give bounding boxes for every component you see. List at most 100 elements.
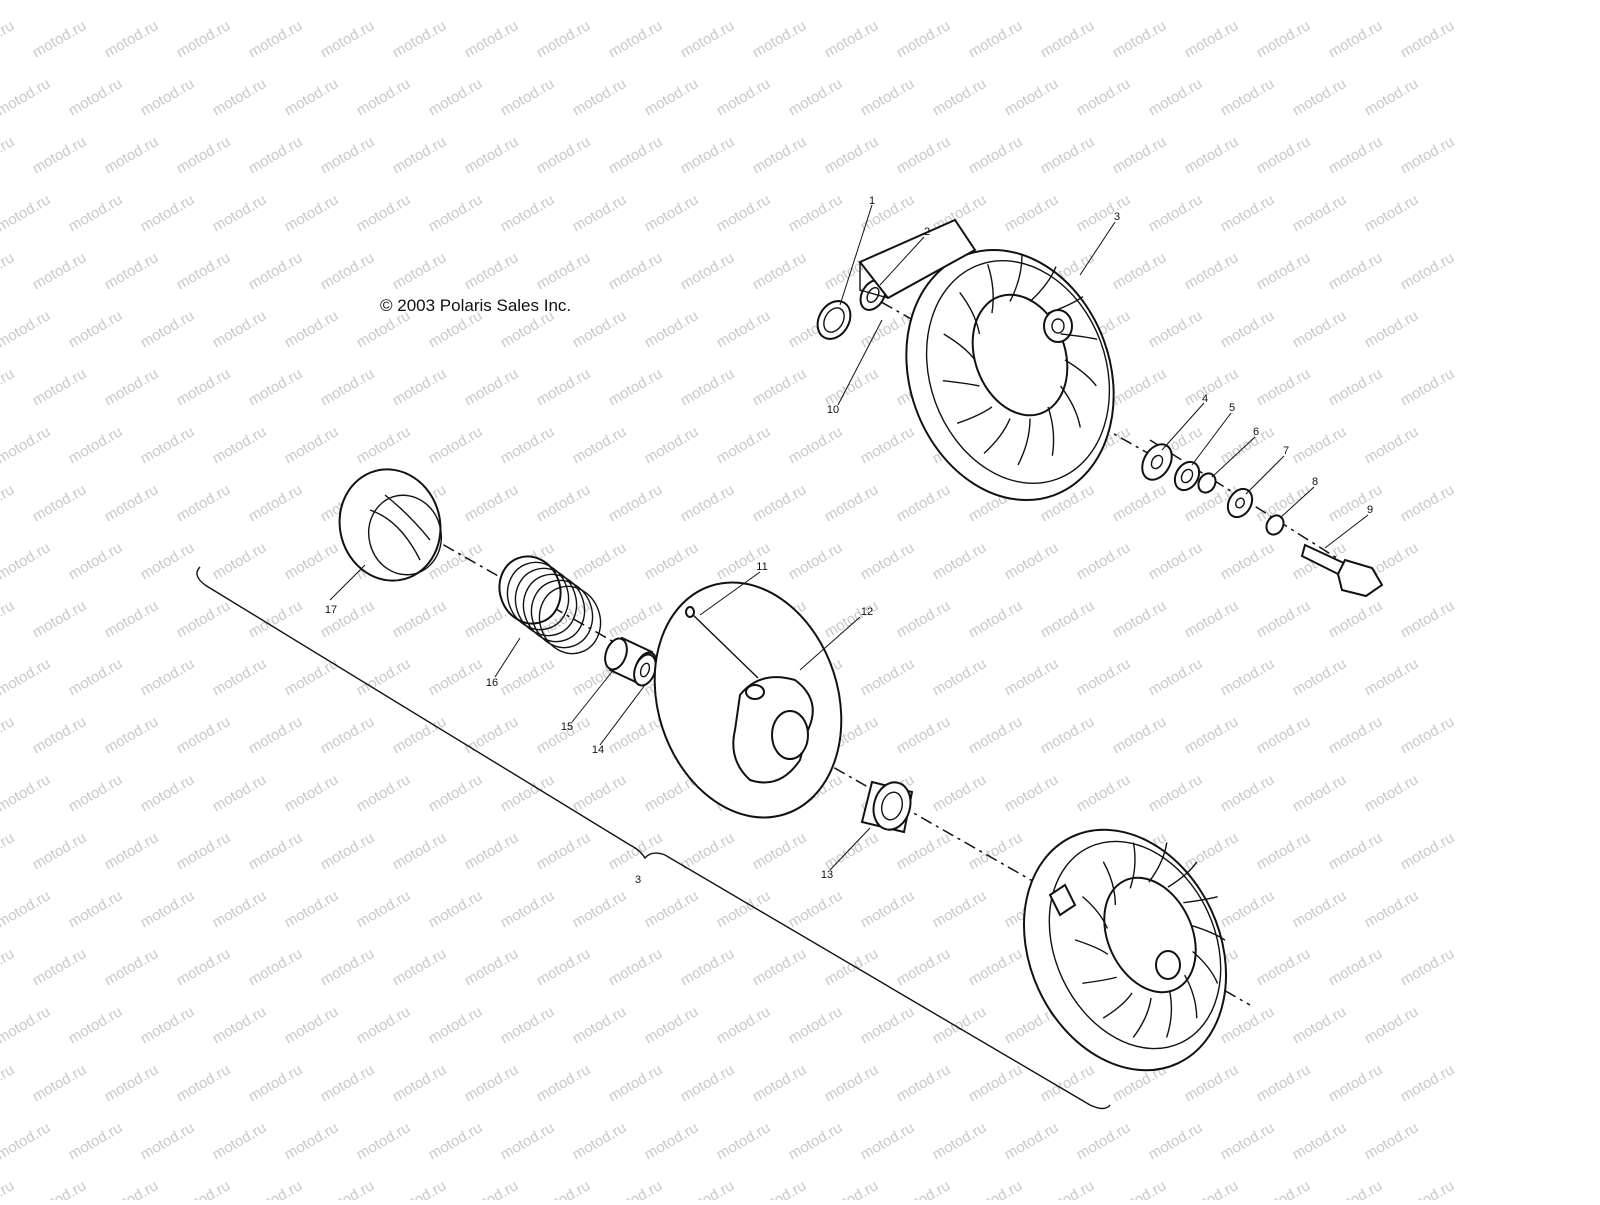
watermark-text: motod.ru (102, 17, 162, 61)
watermark-text: motod.ru (786, 191, 846, 235)
watermark-text: motod.ru (246, 1177, 306, 1200)
watermark-text: motod.ru (606, 17, 666, 61)
watermark-text: motod.ru (390, 597, 450, 641)
watermark-text: motod.ru (66, 1119, 126, 1163)
watermark-text: motod.ru (750, 829, 810, 873)
watermark-text: motod.ru (102, 597, 162, 641)
watermark-text: motod.ru (282, 191, 342, 235)
watermark-text: motod.ru (930, 655, 990, 699)
watermark-text: motod.ru (1254, 1177, 1314, 1200)
watermark-text: motod.ru (318, 829, 378, 873)
watermark-text: motod.ru (1362, 0, 1422, 3)
watermark-text: motod.ru (1110, 481, 1170, 525)
watermark-text: motod.ru (1110, 365, 1170, 409)
callout-4: 4 (1201, 393, 1209, 405)
watermark-text: motod.ru (0, 713, 17, 757)
watermark-text: motod.ru (678, 1177, 738, 1200)
watermark-text: motod.ru (750, 249, 810, 293)
watermark-text: motod.ru (1218, 771, 1278, 815)
watermark-text: motod.ru (1398, 713, 1458, 757)
watermark-text: motod.ru (426, 1003, 486, 1047)
watermark-text: motod.ru (174, 365, 234, 409)
watermark-text: motod.ru (534, 829, 594, 873)
watermark-text: motod.ru (966, 17, 1026, 61)
watermark-text: motod.ru (30, 17, 90, 61)
part-1-seal (816, 300, 852, 340)
watermark-text: motod.ru (1254, 133, 1314, 177)
watermark-text: motod.ru (894, 829, 954, 873)
watermark-text: motod.ru (894, 17, 954, 61)
watermark-text: motod.ru (1254, 1061, 1314, 1105)
watermark-text: motod.ru (642, 1003, 702, 1047)
watermark-text: motod.ru (822, 1177, 882, 1200)
sheave-fin (956, 406, 993, 425)
watermark-text: motod.ru (0, 75, 53, 119)
watermark-text: motod.ru (390, 17, 450, 61)
watermark-text: motod.ru (1254, 365, 1314, 409)
sheave-fin (1102, 861, 1117, 905)
watermark-text: motod.ru (750, 945, 810, 989)
watermark-text: motod.ru (1146, 655, 1206, 699)
watermark-text: motod.ru (894, 481, 954, 525)
watermark-text: motod.ru (1218, 655, 1278, 699)
watermark-text: motod.ru (1038, 133, 1098, 177)
watermark-text: motod.ru (1326, 481, 1386, 525)
callout-17: 17 (324, 604, 338, 616)
sheave-fin (1082, 976, 1117, 984)
watermark-text: motod.ru (1326, 133, 1386, 177)
watermark-text: motod.ru (138, 539, 198, 583)
part-4-washer (1141, 443, 1173, 481)
part-12-moveable-sheave (653, 581, 843, 819)
watermark-text: motod.ru (1326, 365, 1386, 409)
watermark-text: motod.ru (462, 133, 522, 177)
watermark-text: motod.ru (1146, 539, 1206, 583)
watermark-text: motod.ru (498, 1119, 558, 1163)
watermark-text: motod.ru (1398, 945, 1458, 989)
watermark-text: motod.ru (822, 597, 882, 641)
watermark-text: motod.ru (0, 133, 17, 177)
watermark-text: motod.ru (174, 945, 234, 989)
watermark-text: motod.ru (138, 75, 198, 119)
watermark-text: motod.ru (462, 249, 522, 293)
watermark-text: motod.ru (570, 887, 630, 931)
callout-11: 11 (756, 561, 768, 573)
watermark-text: motod.ru (0, 655, 53, 699)
watermark-text: motod.ru (210, 539, 270, 583)
watermark-text: motod.ru (390, 945, 450, 989)
watermark-text: motod.ru (1290, 423, 1350, 467)
watermark-text: motod.ru (750, 365, 810, 409)
watermark-text: motod.ru (138, 423, 198, 467)
sheave-fin (1009, 255, 1023, 302)
watermark-text: motod.ru (0, 945, 17, 989)
part-8-nut (1265, 514, 1285, 536)
watermark-text: motod.ru (1002, 191, 1062, 235)
watermark-text: motod.ru (138, 1119, 198, 1163)
watermark-text: motod.ru (606, 481, 666, 525)
watermark-text: motod.ru (858, 191, 918, 235)
watermark-text: motod.ru (246, 481, 306, 525)
watermark-text: motod.ru (1218, 539, 1278, 583)
watermark-text: motod.ru (1146, 75, 1206, 119)
watermark-text: motod.ru (714, 1003, 774, 1047)
watermark-text: motod.ru (1110, 1177, 1170, 1200)
watermark-text: motod.ru (66, 75, 126, 119)
watermark-text: motod.ru (66, 655, 126, 699)
sheave-fin (1029, 266, 1057, 303)
watermark-text: motod.ru (390, 1177, 450, 1200)
watermark-text: motod.ru (0, 249, 17, 293)
watermark-text: motod.ru (0, 17, 17, 61)
watermark-text: motod.ru (642, 887, 702, 931)
watermark-text: motod.ru (1254, 829, 1314, 873)
watermark-text: motod.ru (750, 1177, 810, 1200)
watermark-text: motod.ru (714, 307, 774, 351)
watermark-text: motod.ru (426, 655, 486, 699)
watermark-text: motod.ru (66, 1003, 126, 1047)
watermark-text: motod.ru (714, 191, 774, 235)
sheave-fin (943, 333, 976, 361)
watermark-text: motod.ru (210, 307, 270, 351)
watermark-text: motod.ru (570, 1119, 630, 1163)
watermark-text: motod.ru (138, 655, 198, 699)
watermark-text: motod.ru (0, 1003, 53, 1047)
watermark-text: motod.ru (1002, 771, 1062, 815)
